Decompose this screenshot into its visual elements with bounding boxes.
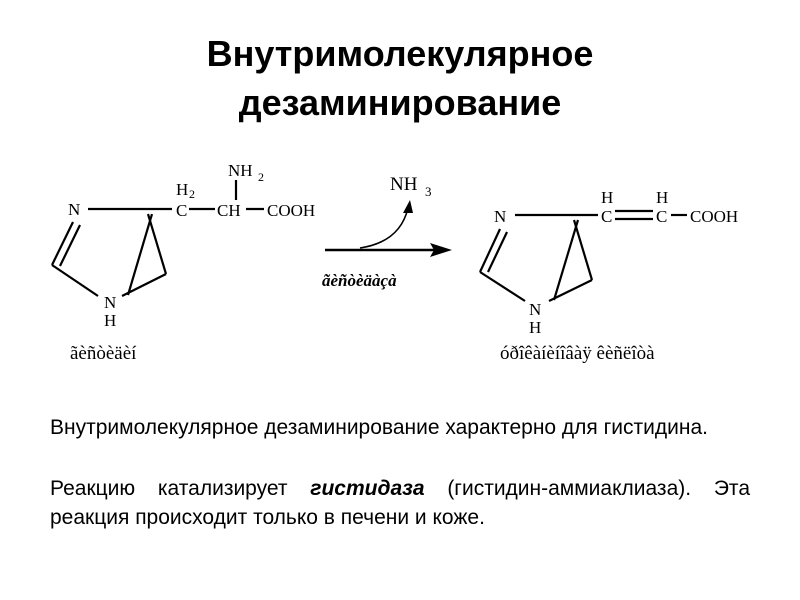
product-ring-nh-h: H <box>529 318 541 337</box>
substrate-cooh: COOH <box>267 201 315 220</box>
title-line-1: Внутримолекулярное <box>206 33 594 74</box>
substrate-label: ãèñòèäèí <box>70 343 137 364</box>
product-ring-n: N <box>494 207 506 226</box>
paragraph-1: Внутримолекулярное дезаминирование харак… <box>50 416 708 439</box>
substrate-ch2-h: H <box>176 180 188 199</box>
product-h2: H <box>656 188 668 207</box>
substrate-ring-nh-h: H <box>104 311 116 330</box>
substrate-nh2-subscript: 2 <box>258 170 264 184</box>
product-h1: H <box>601 188 613 207</box>
product-structure: N N H H H C C COOH óðîêàíèíîâàÿ êèñëîòà <box>479 188 738 364</box>
product-c1: C <box>601 207 612 226</box>
byproduct-nh3-subscript: 3 <box>425 184 432 199</box>
byproduct-nh3: NH <box>390 174 418 195</box>
substrate-ring-nh-n: N <box>104 293 116 312</box>
product-c2: C <box>656 207 667 226</box>
substrate-nh2: NH <box>228 161 253 180</box>
paragraph-2: Реакцию катализирует гистидаза (гистидин… <box>50 474 750 532</box>
substrate-structure: N N H H 2 C NH 2 CH COOH ãèñòèäèí <box>51 161 315 364</box>
substrate-ch: CH <box>217 201 241 220</box>
product-ring-bonds <box>479 209 687 302</box>
substrate-ring-n: N <box>68 200 80 219</box>
substrate-ring-bonds <box>51 180 264 297</box>
enzyme-name: гистидаза <box>310 477 425 500</box>
reaction-arrow <box>325 200 452 257</box>
product-cooh: COOH <box>690 207 738 226</box>
product-label: óðîêàíèíîâàÿ êèñëîòà <box>500 343 655 364</box>
reaction-scheme: N N H H 2 C NH 2 CH COOH ãèñòèäèí NH 3 ã… <box>51 161 738 364</box>
paragraph-2-start: Реакцию катализирует <box>50 477 311 500</box>
title-line-2: дезаминирование <box>238 82 562 123</box>
paragraph-2-end: (гистидин-аммиаклиаза). Эта реакция прои… <box>50 477 750 529</box>
substrate-ch2-subscript: 2 <box>189 187 195 201</box>
product-ring-nh-n: N <box>529 300 541 319</box>
substrate-ch2-c: C <box>176 201 187 220</box>
enzyme-label: ãèñòèäàçà <box>322 271 397 290</box>
